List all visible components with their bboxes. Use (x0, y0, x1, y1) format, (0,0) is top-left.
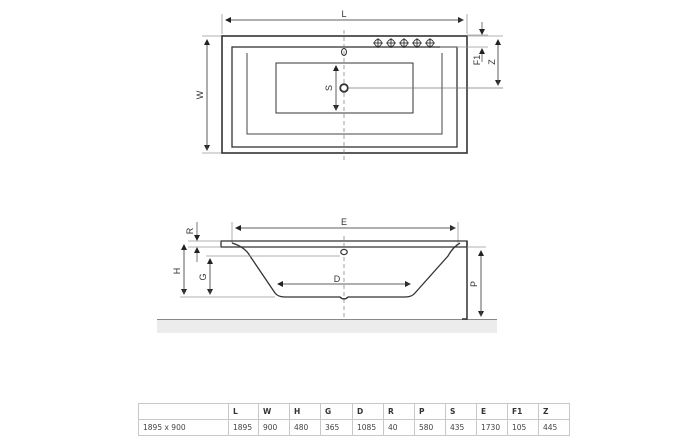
f1-label: F1 (472, 55, 482, 66)
header-f1: F1 (507, 403, 539, 420)
floor (157, 320, 497, 333)
h-label: H (172, 268, 182, 275)
cell-g: 365 (320, 419, 353, 436)
e-label: E (341, 217, 347, 227)
d-label: D (334, 274, 341, 284)
tub-outer-rim (221, 35, 468, 154)
header-model (138, 403, 229, 420)
cell-s: 435 (445, 419, 477, 436)
tub-apron-panel (462, 241, 468, 320)
header-l: L (228, 403, 259, 420)
cell-w: 900 (258, 419, 290, 436)
width-label: W (195, 90, 205, 99)
cell-z: 445 (538, 419, 570, 436)
cell-f1: 105 (507, 419, 539, 436)
header-e: E (476, 403, 508, 420)
cell-e: 1730 (476, 419, 508, 436)
p-label: P (469, 281, 479, 287)
faucet-hole-icon (425, 38, 435, 48)
table-header-row: L W H G D R P S E F1 Z (138, 403, 570, 420)
header-s: S (445, 403, 477, 420)
header-z: Z (538, 403, 570, 420)
cell-r: 40 (383, 419, 415, 436)
cell-d: 1085 (352, 419, 384, 436)
faucet-hole-icon (399, 38, 409, 48)
header-p: P (414, 403, 446, 420)
cell-h: 480 (289, 419, 321, 436)
header-r: R (383, 403, 415, 420)
header-w: W (258, 403, 290, 420)
header-d: D (352, 403, 384, 420)
s-label: S (324, 85, 334, 91)
tub-basin-contour (246, 53, 443, 135)
faucet-hole-icon (373, 38, 383, 48)
g-label: G (198, 273, 208, 280)
faucet-holes (373, 38, 435, 48)
table-row: 1895 x 900 1895 900 480 365 1085 40 580 … (138, 419, 570, 436)
header-h: H (289, 403, 321, 420)
tub-inner-rim (231, 46, 458, 148)
z-label: Z (487, 59, 497, 65)
cell-model: 1895 x 900 (138, 419, 229, 436)
length-label: L (341, 9, 346, 19)
faucet-hole-icon (386, 38, 396, 48)
r-label: R (185, 227, 195, 234)
drain-icon (339, 83, 349, 93)
overflow-icon (340, 248, 348, 256)
top-view: L W S (195, 9, 503, 162)
specification-table: L W H G D R P S E F1 Z 1895 x 900 1895 9… (138, 403, 570, 436)
side-view: E R H G D P (157, 217, 497, 333)
faucet-hole-icon (412, 38, 422, 48)
cell-l: 1895 (228, 419, 259, 436)
overflow-icon (341, 48, 347, 56)
cell-p: 580 (414, 419, 446, 436)
header-g: G (320, 403, 353, 420)
